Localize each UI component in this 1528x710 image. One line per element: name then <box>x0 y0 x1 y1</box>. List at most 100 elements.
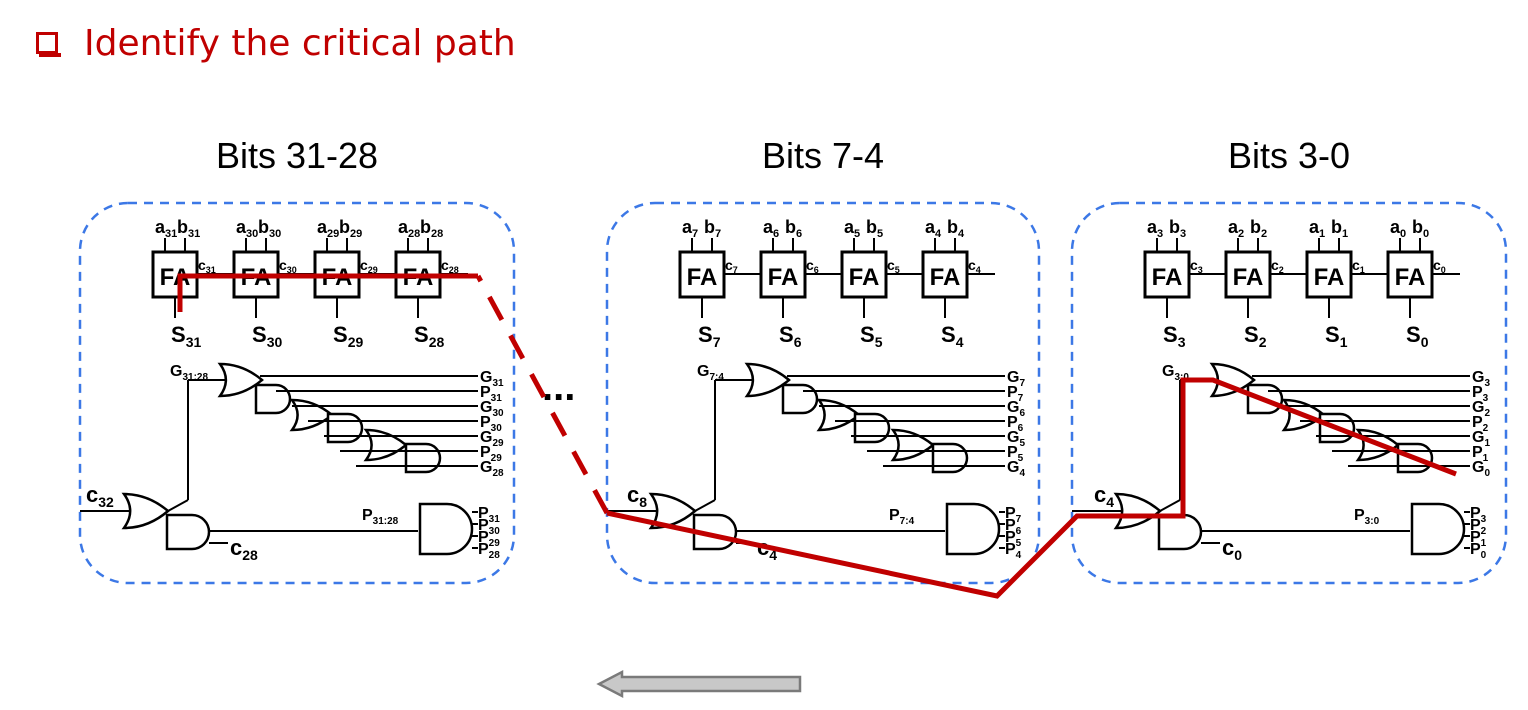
carry-label: c31 <box>198 257 216 275</box>
critical-path-dashed-segment <box>475 274 610 515</box>
input-a-label: a3 <box>1147 217 1163 240</box>
group-propagate-label: P31:28 <box>362 507 399 527</box>
or-gate <box>816 398 861 432</box>
wire <box>167 499 189 512</box>
group-heading: Bits 31-28 <box>216 135 378 176</box>
sum-label: S2 <box>1244 322 1267 350</box>
propagate-and-gate <box>418 502 474 556</box>
and-gate <box>1157 513 1203 551</box>
carry-label: c1 <box>1352 257 1365 275</box>
critical-path-segment <box>606 377 1457 599</box>
carry-label: c28 <box>441 257 459 275</box>
input-a-label: a30 <box>236 217 258 240</box>
input-b-label: b30 <box>258 217 281 240</box>
full-adder-box <box>1386 250 1434 299</box>
slide-title: Identify the critical path <box>36 18 516 68</box>
sum-label: S7 <box>698 322 721 350</box>
carry-label: c5 <box>887 257 900 275</box>
input-a-label: a28 <box>398 217 420 240</box>
sum-label: S29 <box>333 322 363 350</box>
input-a-label: a31 <box>155 217 177 240</box>
input-a-label: a1 <box>1309 217 1325 240</box>
carry-out-label: c32 <box>86 482 114 510</box>
input-b-label: b6 <box>785 217 802 240</box>
sum-label: S28 <box>414 322 444 350</box>
input-b-label: b4 <box>947 217 965 240</box>
sum-label: S6 <box>779 322 802 350</box>
full-adder-label: FA <box>768 264 799 291</box>
group-border <box>78 201 516 585</box>
sum-label: S31 <box>171 322 201 350</box>
or-gate <box>363 428 408 462</box>
title-text: Identify the critical path <box>84 22 516 64</box>
left-arrow-icon <box>596 669 802 699</box>
ellipsis-dots: ... <box>542 365 575 409</box>
carry-in-label: c0 <box>1222 535 1242 563</box>
and-gate <box>326 412 364 444</box>
input-b-label: b2 <box>1250 217 1267 240</box>
carry-label: c0 <box>1433 257 1446 275</box>
full-adder-label: FA <box>1395 264 1426 291</box>
or-gate <box>289 398 334 432</box>
carry-out-label: c4 <box>1094 482 1114 510</box>
input-b-label: b29 <box>339 217 362 240</box>
group-generate-label: G7:4 <box>697 363 724 383</box>
sum-label: S5 <box>860 322 883 350</box>
carry-out-label: c8 <box>627 482 647 510</box>
input-a-label: a4 <box>925 217 942 240</box>
input-b-label: b28 <box>420 217 443 240</box>
carry-label: c7 <box>725 257 738 275</box>
critical-path-segment <box>177 273 478 312</box>
full-adder-label: FA <box>1152 264 1183 291</box>
wire <box>1159 499 1181 512</box>
sum-label: S3 <box>1163 322 1186 350</box>
sum-label: S4 <box>941 322 964 350</box>
cout-or-gate <box>121 492 170 530</box>
carry-label: c30 <box>279 257 297 275</box>
and-gate <box>931 442 969 474</box>
input-a-label: a6 <box>763 217 779 240</box>
group-generate-label: G31:28 <box>170 363 208 383</box>
carry-label: c6 <box>806 257 819 275</box>
input-a-label: a29 <box>317 217 339 240</box>
full-adder-label: FA <box>1314 264 1345 291</box>
group-border <box>1070 201 1508 585</box>
checkbox-bullet-icon <box>36 32 61 57</box>
full-adder-label: FA <box>687 264 718 291</box>
group-propagate-label: P7:4 <box>889 507 915 527</box>
carry-label: c2 <box>1271 257 1284 275</box>
wire <box>694 499 716 512</box>
sum-label: S30 <box>252 322 282 350</box>
full-adder-label: FA <box>849 264 880 291</box>
group-propagate-label: P3:0 <box>1354 507 1380 527</box>
input-b-label: b3 <box>1169 217 1186 240</box>
input-b-label: b31 <box>177 217 200 240</box>
input-a-label: a7 <box>682 217 698 240</box>
group-heading: Bits 7-4 <box>762 135 884 176</box>
sum-label: S0 <box>1406 322 1429 350</box>
input-b-label: b0 <box>1412 217 1429 240</box>
carry-label: c3 <box>1190 257 1203 275</box>
propagate-and-gate <box>945 502 1001 556</box>
input-a-label: a0 <box>1390 217 1406 240</box>
propagate-and-gate <box>1410 502 1466 556</box>
group-heading: Bits 3-0 <box>1228 135 1350 176</box>
group-border <box>605 201 1041 585</box>
input-a-label: a2 <box>1228 217 1244 240</box>
full-adder-label: FA <box>930 264 961 291</box>
and-gate <box>165 513 211 551</box>
cout-or-gate <box>1113 492 1162 530</box>
input-b-label: b1 <box>1331 217 1348 240</box>
or-gate <box>890 428 935 462</box>
and-gate <box>254 383 292 415</box>
input-a-label: a5 <box>844 217 860 240</box>
carry-in-label: c28 <box>230 535 258 563</box>
and-gate <box>781 383 819 415</box>
and-gate <box>404 442 442 474</box>
input-b-label: b5 <box>866 217 883 240</box>
sum-label: S1 <box>1325 322 1348 350</box>
and-gate <box>853 412 891 444</box>
